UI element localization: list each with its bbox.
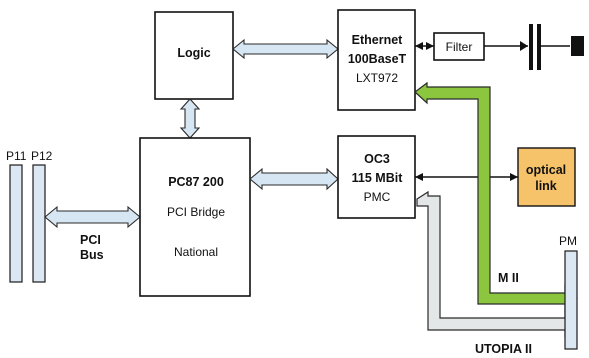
rj45-jack: [571, 36, 584, 56]
oc3-title: OC3: [364, 152, 390, 166]
pm-label: PM: [559, 234, 577, 248]
oc3-optical-arrowhead-right: [510, 173, 518, 181]
pc87-oc3-arrow: [249, 167, 339, 191]
ethernet-filter-arrowhead-left: [415, 42, 423, 50]
pm-connector: [564, 250, 578, 350]
p11-label: P11: [6, 149, 27, 163]
utopia-label: UTOPIA II: [475, 342, 532, 356]
oc3-optical-arrowhead-left: [415, 173, 423, 181]
pc87-title: PC87 200: [168, 175, 224, 189]
pc87-vendor: National: [174, 245, 218, 259]
pci-bus-arrow: [44, 205, 141, 229]
optical-link-block: [517, 147, 576, 207]
ethernet-chip: LXT972: [356, 71, 398, 85]
p12-label: P12: [31, 149, 53, 163]
optical-link-label-2: link: [535, 179, 557, 193]
oc3-block: [337, 135, 416, 219]
transformer-bar-1: [529, 24, 533, 70]
pc87-block: [139, 137, 251, 297]
ethernet-standard: 100BaseT: [348, 52, 407, 66]
ethernet-filter-arrowhead-right: [426, 42, 434, 50]
logic-label: Logic: [177, 46, 210, 60]
mii-label: M II: [498, 271, 519, 285]
logic-pc87-arrow: [179, 98, 201, 139]
logic-ethernet-arrow: [232, 38, 339, 60]
p11-connector: [9, 164, 23, 283]
transformer-bar-2: [537, 24, 541, 70]
filter-output-arrowhead: [520, 41, 528, 51]
pci-bus-label-2: Bus: [80, 248, 104, 262]
oc3-type: PMC: [364, 190, 391, 204]
pc87-subtitle: PCI Bridge: [167, 205, 225, 219]
filter-label: Filter: [446, 40, 473, 54]
ethernet-block: [337, 9, 416, 111]
logic-block: [154, 11, 234, 100]
pci-bus-label-1: PCI: [80, 233, 101, 247]
ethernet-title: Ethernet: [352, 33, 404, 47]
p12-connector: [32, 164, 46, 283]
oc3-speed: 115 MBit: [352, 171, 404, 185]
optical-link-label-1: optical: [526, 163, 566, 177]
utopia-bus-arrow: [416, 190, 577, 338]
